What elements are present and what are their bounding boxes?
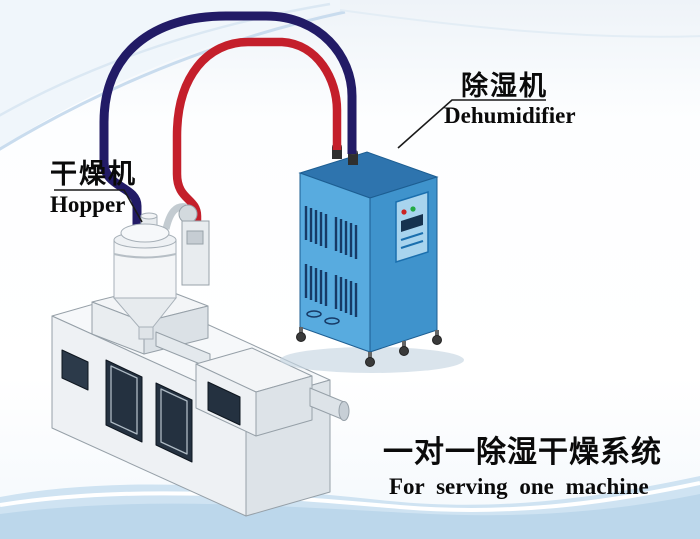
hopper-cap-top [140, 212, 158, 220]
machine-door-2 [155, 382, 193, 463]
hopper-label-cn: 干燥机 [50, 159, 137, 189]
pointer-lines [54, 99, 546, 223]
hopper-pointer-line [54, 189, 143, 223]
panel-display [401, 214, 423, 232]
machine-small-panel [61, 349, 89, 391]
caption-en: For serving one machine [389, 474, 649, 499]
vent-oval-1 [306, 310, 322, 318]
machine-door-1 [105, 359, 143, 443]
indicator-light-red [401, 209, 407, 215]
loader-window [186, 230, 204, 245]
extruder-barrel-end [338, 401, 350, 421]
hopper-neck [138, 326, 154, 340]
caption-cn: 一对一除湿干燥系统 [383, 436, 662, 469]
panel-line-2 [400, 240, 424, 249]
dehumidifier-label-cn: 除湿机 [461, 71, 548, 101]
cabinet-front-face [299, 172, 371, 353]
vent-oval-2 [324, 317, 340, 325]
loader-motor [178, 204, 198, 224]
vent-grille [304, 206, 358, 317]
hopper-label-en: Hopper [50, 192, 126, 217]
machine-door-2-frame [160, 388, 188, 455]
table-box-side [255, 375, 313, 437]
dehumidifier-cabinet [280, 151, 464, 373]
hose-connector-left [332, 146, 342, 159]
bottom-wave [0, 476, 700, 539]
hopper-clamp-band [113, 253, 177, 259]
indicator-light-green [410, 206, 416, 212]
table-box-panel [207, 381, 241, 426]
hopper-dryer [112, 203, 210, 340]
machine-door-1-frame [110, 365, 138, 435]
caster-wheels [296, 327, 442, 367]
hose-connector-right [348, 152, 358, 165]
dehumidifier-pointer-line [397, 99, 546, 149]
hopper-lid [120, 223, 170, 243]
return-air-pipe-navy [99, 11, 357, 242]
dehumidifier-label-en: Dehumidifier [444, 103, 576, 128]
panel-line-1 [400, 232, 424, 241]
dry-air-pipe-red [172, 37, 342, 236]
hopper-cylinder [113, 239, 177, 299]
